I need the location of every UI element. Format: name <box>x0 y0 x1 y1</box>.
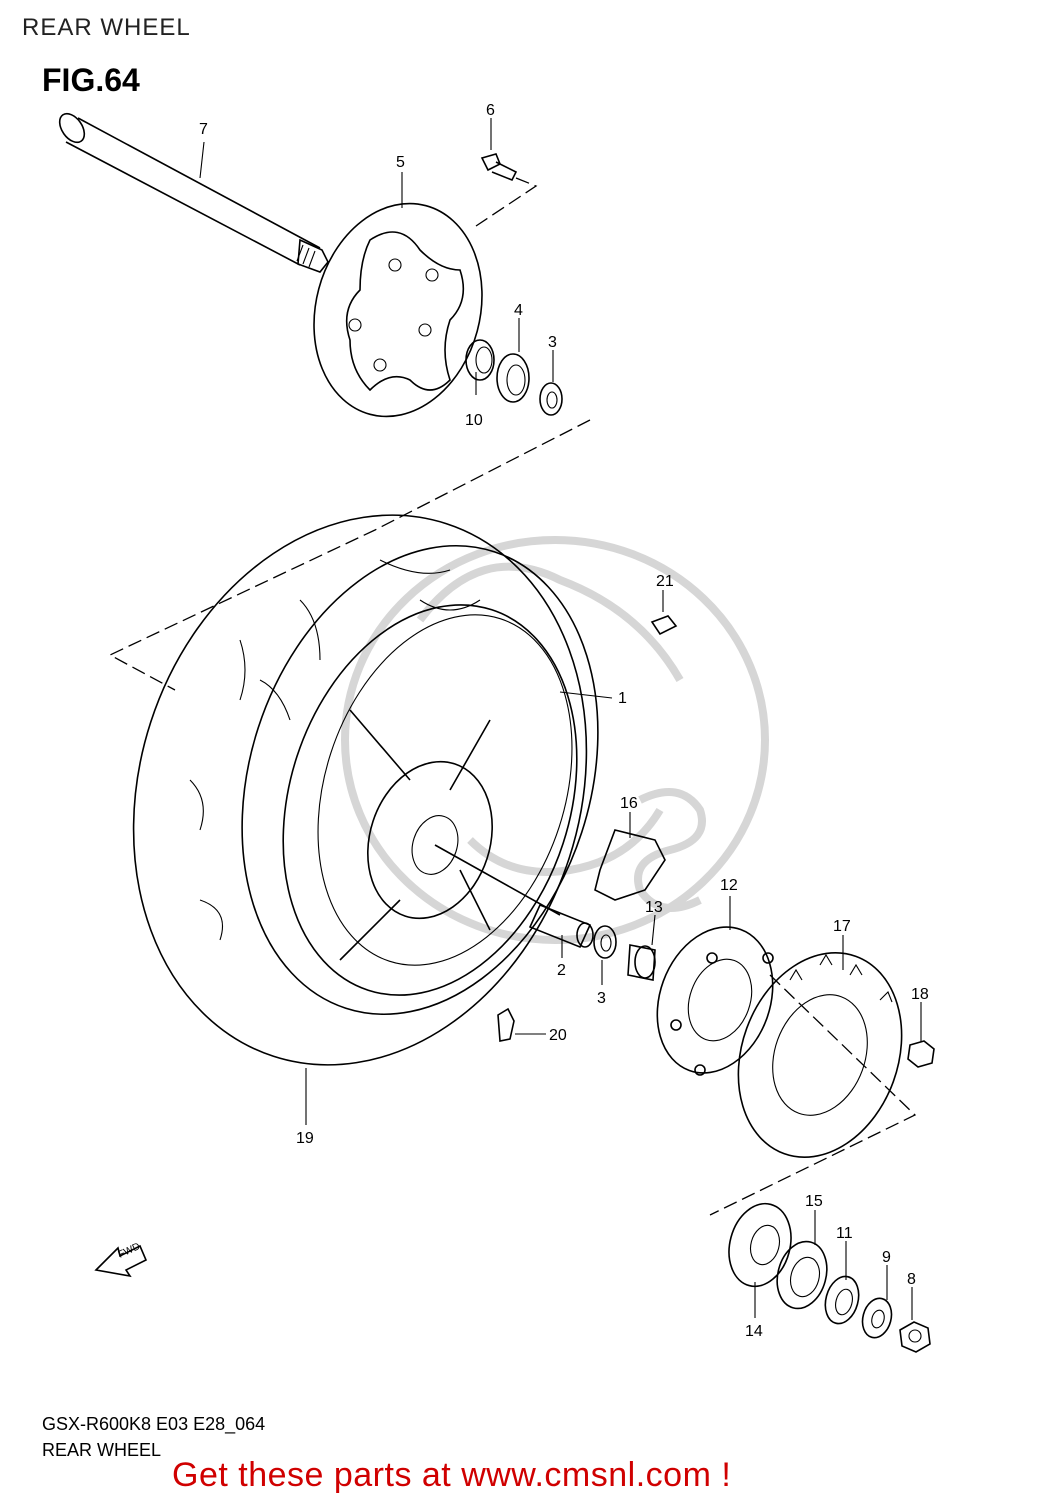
callout-9: 9 <box>882 1249 891 1266</box>
sprocket-drum-part-12 <box>656 926 774 1076</box>
spacer-part-2 <box>528 903 594 949</box>
callout-13: 13 <box>645 899 663 916</box>
callout-4: 4 <box>514 302 523 319</box>
callout-3a: 3 <box>548 334 557 351</box>
page-header: REAR WHEEL <box>22 14 191 41</box>
bolt-part-6 <box>475 153 538 227</box>
bearing-part-3b <box>593 925 617 959</box>
axle-nut-part-8 <box>899 1321 931 1353</box>
rear-wheel-part-1 <box>282 604 578 996</box>
callout-8: 8 <box>907 1271 916 1288</box>
callout-20: 20 <box>549 1027 567 1044</box>
callout-6: 6 <box>486 102 495 119</box>
callout-11: 11 <box>836 1225 853 1242</box>
callout-14: 14 <box>745 1323 763 1340</box>
callout-7: 7 <box>199 121 208 138</box>
diagram-code: GSX-R600K8 E03 E28_064 <box>42 1414 266 1434</box>
callout-3b: 3 <box>597 990 606 1007</box>
fwd-arrow-icon: FWD <box>94 1241 148 1278</box>
promo-link-text[interactable]: Get these parts at www.cmsnl.com ! <box>172 1456 732 1494</box>
rear-tire-part-19 <box>132 514 599 1066</box>
collar-part-13 <box>627 944 656 981</box>
callout-17: 17 <box>833 918 851 935</box>
callout-19: 19 <box>296 1130 314 1147</box>
watermark-logo <box>341 536 769 944</box>
brake-disc-part-5 <box>313 202 483 418</box>
leader-lines <box>199 118 922 1320</box>
spacer-part-11 <box>824 1275 860 1325</box>
figure-label: FIG.64 <box>42 62 140 98</box>
callout-5: 5 <box>396 154 405 171</box>
clip-part-21 <box>650 615 678 636</box>
callout-12: 12 <box>720 877 738 894</box>
callout-1: 1 <box>618 690 627 707</box>
callout-labels: 1 2 3 3 4 5 6 7 8 9 10 11 12 13 14 15 16… <box>199 102 929 1340</box>
bearing-part-14 <box>728 1202 792 1288</box>
callout-21: 21 <box>656 573 674 590</box>
callout-10: 10 <box>465 412 483 429</box>
bearing-part-4 <box>496 353 530 403</box>
svg-text:FWD: FWD <box>117 1241 142 1261</box>
seal-part-15 <box>776 1240 828 1310</box>
sprocket-part-17 <box>737 951 903 1159</box>
callout-18: 18 <box>911 986 929 1003</box>
axle-part-7 <box>58 112 329 273</box>
callout-2: 2 <box>557 962 566 979</box>
callout-16: 16 <box>620 795 638 812</box>
seal-part-10 <box>465 339 495 381</box>
washer-part-9 <box>861 1297 893 1339</box>
bearing-part-3a <box>539 382 563 416</box>
diagram-subtitle: REAR WHEEL <box>42 1440 162 1460</box>
assembly-line-lower <box>709 974 917 1216</box>
axis-line-wheel <box>434 844 561 916</box>
assembly-line-upper <box>108 419 591 691</box>
damper-part-16 <box>594 829 666 901</box>
nut-part-18 <box>907 1040 935 1068</box>
callout-15: 15 <box>805 1193 823 1210</box>
valve-part-20 <box>497 1007 515 1042</box>
